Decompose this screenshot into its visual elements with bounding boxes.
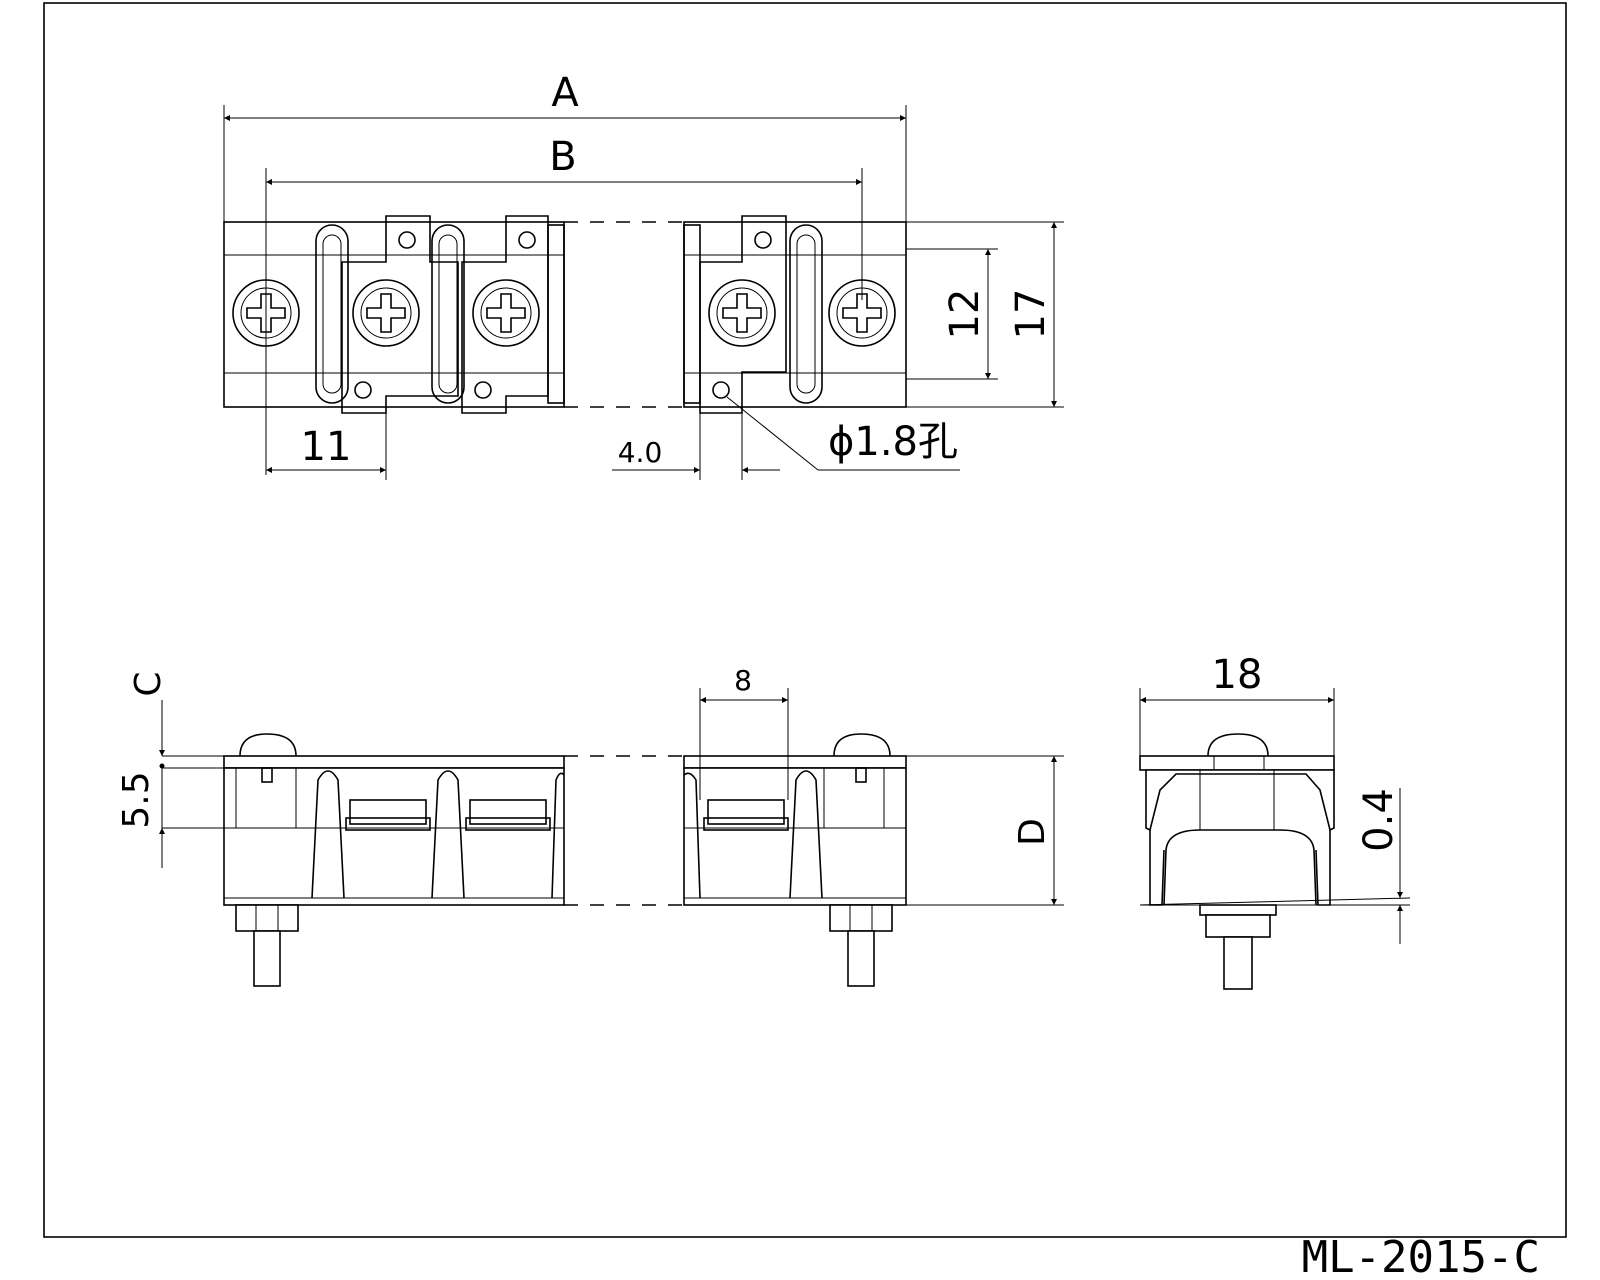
front-view-dimensions: C 5.5 8 D (116, 664, 1064, 906)
side-view (1139, 733, 1411, 990)
nut-left (235, 904, 299, 932)
terminal-plate-3 (699, 215, 787, 414)
drawing-frame (43, 2, 1567, 1238)
screw-head-front-right (833, 733, 891, 757)
screw-head-side (1207, 733, 1269, 757)
model-number: ML-2015-C (1302, 1232, 1540, 1280)
dimension-a-label: A (551, 70, 579, 116)
top-view (223, 215, 907, 414)
dimension-5-5-label: 5.5 (116, 771, 157, 828)
dimension-18-label: 18 (1212, 652, 1263, 698)
dimension-12-label: 12 (942, 289, 988, 340)
dimension-c-label: C (128, 671, 169, 696)
hole-diameter-note: ϕ1.8孔 (828, 419, 958, 465)
dimension-d-label: D (1012, 818, 1053, 846)
dimension-8-label: 8 (734, 664, 752, 697)
dimension-11-label: 11 (301, 424, 352, 470)
front-view (223, 733, 907, 987)
dimension-4-0-label: 4.0 (618, 436, 663, 469)
top-view-dimensions: A B 12 17 11 4.0 ϕ1.8孔 (223, 70, 1064, 480)
mounting-hole (712, 381, 730, 399)
screw-head-2 (352, 279, 420, 347)
screw-head-4 (708, 279, 776, 347)
side-view-dimensions: 18 0.4 (1139, 652, 1403, 944)
dimension-b-label: B (549, 134, 576, 180)
dimension-17-label: 17 (1008, 289, 1054, 340)
screw-head-3 (472, 279, 540, 347)
nut-side (1205, 914, 1271, 938)
terminal-plate-2 (461, 215, 549, 414)
dimension-0-4-label: 0.4 (1356, 788, 1402, 852)
nut-right (829, 904, 893, 932)
side-top-plate (1139, 755, 1335, 771)
screw-head-front-left (239, 733, 297, 757)
